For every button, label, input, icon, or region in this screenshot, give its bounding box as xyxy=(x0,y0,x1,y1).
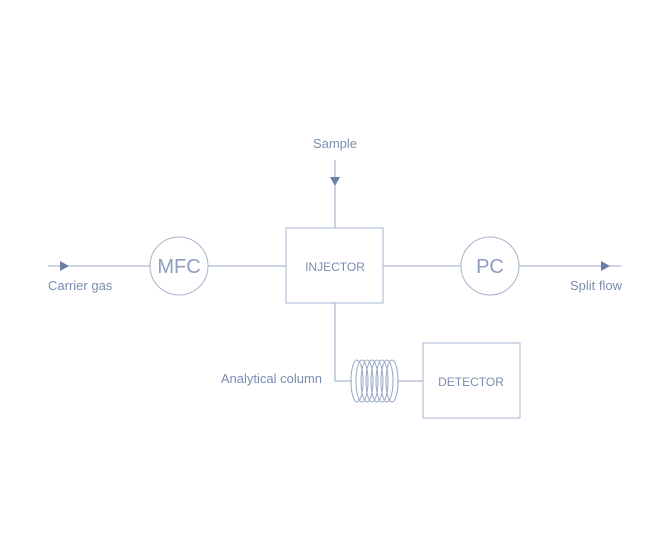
injector-box xyxy=(285,227,384,304)
split-flow-arrow-icon xyxy=(601,261,610,271)
sample-arrow-icon xyxy=(330,177,340,186)
pc-circle xyxy=(460,236,520,296)
injector-to-column-line xyxy=(334,303,352,382)
sample-label: Sample xyxy=(313,136,357,151)
pc-label: PC xyxy=(476,256,504,278)
carrier-gas-arrow-icon xyxy=(60,261,69,271)
detector-label: DETECTOR xyxy=(438,375,504,389)
analytical-column-label: Analytical column xyxy=(221,371,322,386)
column-coil-icon xyxy=(350,359,399,403)
mfc-circle xyxy=(149,236,209,296)
injector-label: INJECTOR xyxy=(305,260,365,274)
carrier-gas-label: Carrier gas xyxy=(48,278,113,293)
mfc-label: MFC xyxy=(157,256,200,278)
split-flow-label: Split flow xyxy=(570,278,623,293)
detector-box xyxy=(422,342,521,419)
